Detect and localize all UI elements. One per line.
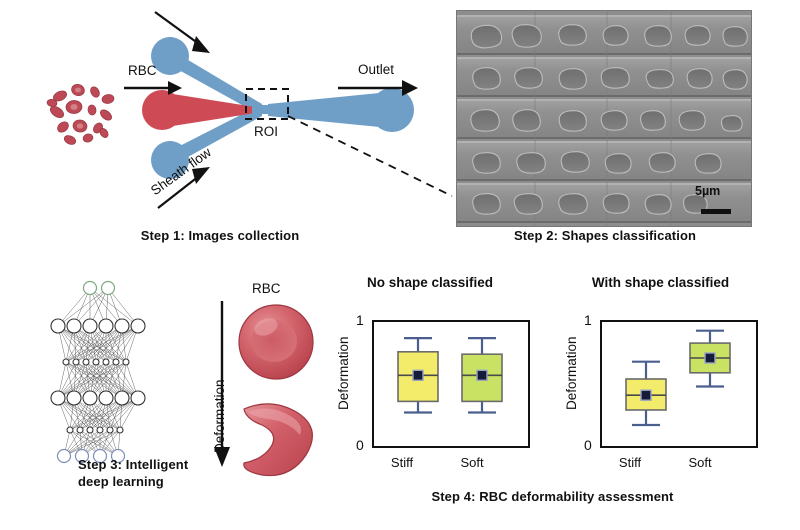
microfluidic-chip-diagram — [46, 11, 453, 209]
sheath-channel-upper — [151, 37, 262, 116]
sheath-channel-lower — [151, 104, 262, 179]
chart2-ytick-bottom: 0 — [584, 437, 592, 453]
panel-step3: Step 3: Intelligent deep learning — [0, 265, 200, 530]
chart-no-shape-classified: No shape classified Deformation 1 0 — [330, 275, 560, 485]
rbc-inlet-label: RBC — [128, 63, 157, 78]
rbc-label: RBC — [252, 281, 281, 296]
chart2-ylabel: Deformation — [564, 336, 579, 410]
chart1-xcat-soft: Soft — [460, 455, 484, 470]
step2-caption: Step 2: Shapes classification — [513, 228, 697, 243]
sheath-arrow-lower — [157, 167, 210, 209]
outlet-label: Outlet — [358, 62, 395, 77]
scalebar-label: 5µm — [695, 184, 721, 198]
rbc-inlet-arrow — [124, 81, 182, 95]
scalebar — [701, 209, 731, 214]
panel-step2: 5µm Step 2: Shapes classification — [450, 0, 800, 255]
box-soft — [689, 329, 731, 388]
rbc-deformed — [243, 403, 313, 477]
roi-constriction — [243, 105, 283, 114]
rbc-micrograph — [456, 10, 752, 227]
step3-caption-line2: deep learning — [78, 474, 164, 489]
deformation-axis-label: Deformation — [212, 379, 227, 453]
chart1-title: No shape classified — [366, 275, 494, 290]
chart-with-shape-classified: With shape classified Deformation 1 0 — [558, 275, 793, 485]
chart1-ylabel: Deformation — [336, 336, 351, 410]
box-soft — [461, 337, 503, 414]
panel-step1: RBC Outlet ROI Sheath flow Step 1: Image… — [0, 0, 453, 255]
network-hidden-layer-4 — [66, 426, 124, 434]
rbc-discocyte — [238, 304, 314, 380]
chart2-xcat-stiff: Stiff — [618, 455, 642, 470]
sheath-arrow-upper — [154, 11, 210, 53]
chart2-plot-frame — [600, 320, 758, 448]
chart2-title: With shape classified — [591, 275, 730, 290]
roi-label: ROI — [254, 124, 279, 139]
network-hidden-layer-3 — [50, 390, 146, 406]
deep-neural-network-diagram — [50, 280, 146, 464]
chart1-xcat-stiff: Stiff — [390, 455, 414, 470]
step1-caption: Step 1: Images collection — [140, 228, 300, 243]
outlet-channel — [268, 88, 414, 132]
step4-caption: Step 4: RBC deformability assessment — [431, 489, 674, 504]
chart2-boxplot-svg — [625, 329, 731, 427]
network-hidden-layer-2 — [62, 358, 130, 366]
panel-rbc-deformation: RBC — [200, 275, 330, 485]
chart2-ytick-top: 1 — [584, 312, 592, 328]
step3-caption-line1: Step 3: Intelligent — [78, 457, 189, 472]
deformation-arrow-and-cells — [214, 301, 314, 477]
deformation-arrow — [214, 301, 230, 467]
box-stiff — [397, 337, 439, 414]
roi-leader-line — [287, 115, 453, 197]
rbc-sample-channel — [142, 90, 252, 130]
chart1-boxplot-svg — [397, 337, 503, 414]
box-stiff — [625, 360, 667, 427]
network-hidden-layer-1 — [50, 318, 146, 334]
network-input-layer — [56, 448, 126, 464]
network-output-layer — [82, 280, 116, 296]
chart1-plot-frame — [372, 320, 530, 448]
chart1-ytick-bottom: 0 — [356, 437, 364, 453]
outlet-arrow — [338, 80, 418, 96]
chart1-ytick-top: 1 — [356, 312, 364, 328]
blood-cells-cluster — [46, 84, 115, 145]
panel-step4: No shape classified Deformation 1 0 — [330, 275, 800, 530]
chart2-xcat-soft: Soft — [688, 455, 712, 470]
